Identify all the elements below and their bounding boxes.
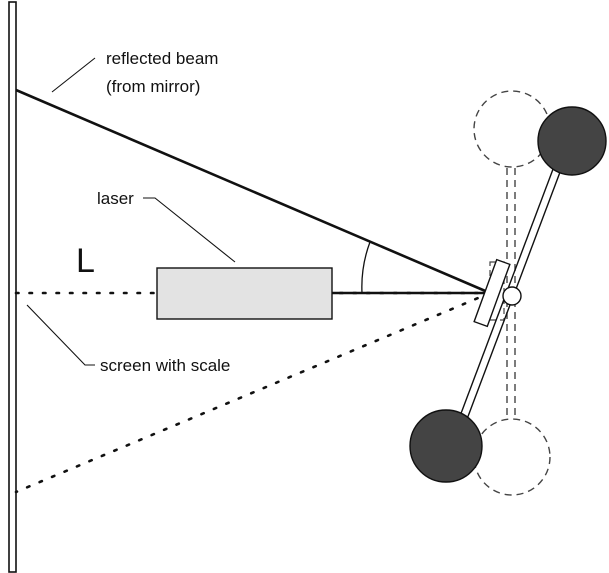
reflected-beam-leader (51, 57, 96, 93)
rest-mass-bottom (473, 418, 551, 496)
laser-body (156, 267, 333, 320)
screen-label: screen with scale (100, 356, 230, 375)
laser-label: laser (97, 189, 134, 208)
reflected-beam (15, 88, 491, 295)
pivot-point (502, 286, 522, 306)
mass-top (537, 106, 607, 176)
reflected-beam-label-line1: reflected beam (106, 49, 218, 68)
angle-arc (361, 241, 371, 294)
laser-leader (143, 197, 236, 263)
distance-label: L (76, 242, 95, 280)
lower-dotted-ray (14, 291, 492, 494)
rest-mass-top (473, 90, 551, 168)
screen-leader (26, 304, 95, 366)
mass-bottom (409, 409, 483, 483)
mirror (473, 258, 511, 328)
screen (8, 1, 17, 573)
reflected-beam-label-line2: (from mirror) (106, 77, 200, 96)
